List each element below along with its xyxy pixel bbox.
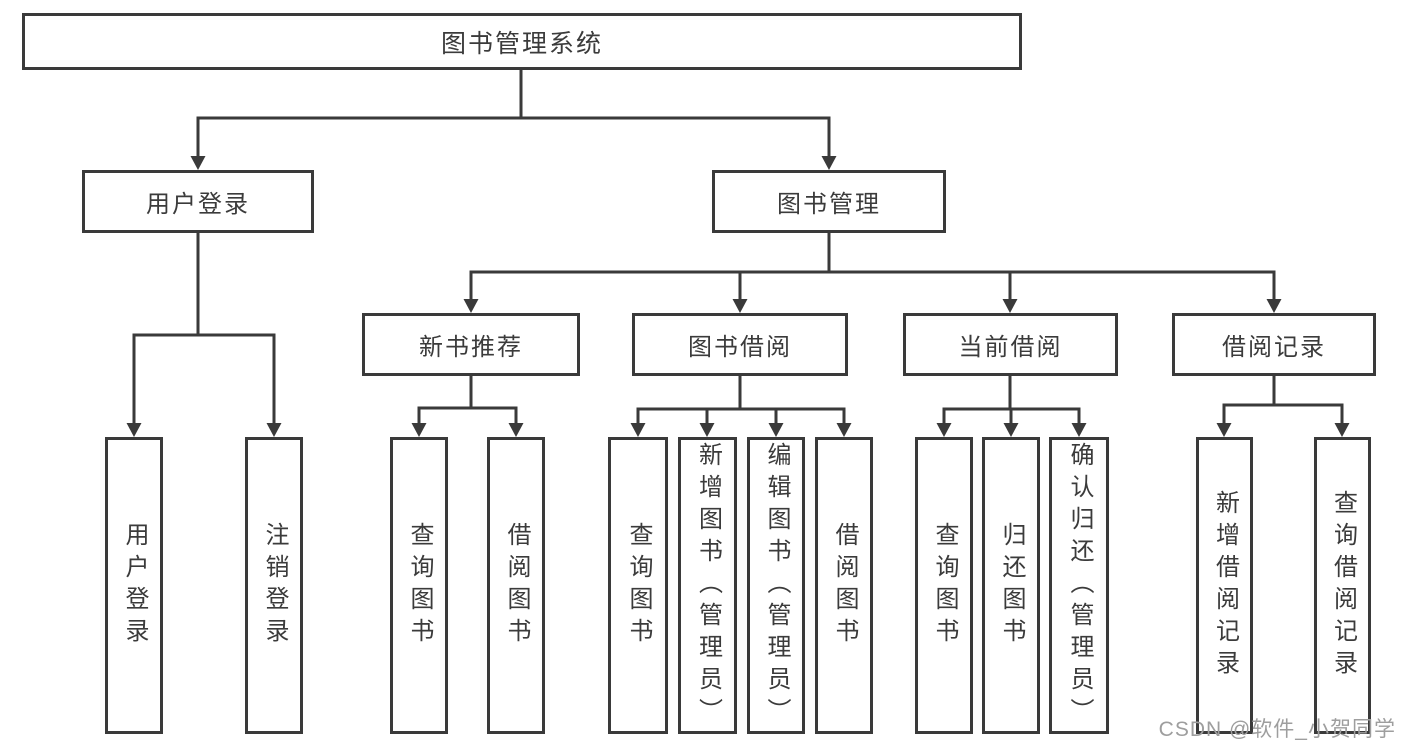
node-label: 查询图书: [406, 521, 433, 650]
node-user-login: 用户登录: [82, 170, 314, 233]
connector-borrow-record-to-leaves: [1216, 376, 1350, 437]
connector-new-book-recommend-to-leaves: [411, 376, 524, 437]
leaf-query-book-recommend: 查询图书: [390, 437, 448, 734]
node-book-borrow: 图书借阅: [632, 313, 848, 376]
node-label: 用户登录: [146, 191, 250, 218]
node-library-management-system: 图书管理系统: [22, 13, 1022, 70]
leaf-confirm-return-admin: 确认归还（管理员）: [1049, 437, 1109, 734]
connector-current-borrow-to-leaves: [936, 376, 1087, 437]
leaf-query-book-borrow: 查询图书: [608, 437, 668, 734]
connector-user-login-to-leaves: [126, 233, 282, 437]
node-label: 图书借阅: [688, 334, 792, 361]
node-new-book-recommend: 新书推荐: [362, 313, 580, 376]
node-label: 注销登录: [261, 521, 288, 650]
node-label: 查询图书: [625, 521, 652, 650]
connector-book-borrow-to-leaves: [630, 376, 852, 437]
node-label: 图书管理系统: [440, 29, 603, 58]
leaf-query-borrow-record: 查询借阅记录: [1314, 437, 1371, 734]
node-label: 查询借阅记录: [1329, 489, 1357, 682]
node-label: 编辑图书（管理员）: [763, 441, 790, 730]
node-label: 借阅图书: [831, 521, 858, 650]
csdn-watermark: CSDN @软件_小贺同学: [1158, 718, 1396, 741]
node-label: 新增图书（管理员）: [694, 441, 722, 730]
node-label: 借阅图书: [503, 521, 530, 650]
leaf-borrow-book-recommend: 借阅图书: [487, 437, 545, 734]
leaf-add-book-admin: 新增图书（管理员）: [678, 437, 737, 734]
node-label: 查询图书: [931, 521, 958, 650]
connector-book-management-to-level3: [463, 233, 1282, 313]
node-label: 当前借阅: [958, 334, 1063, 361]
node-label: 用户登录: [121, 521, 148, 650]
node-borrow-record: 借阅记录: [1172, 313, 1376, 376]
node-label: 归还图书: [998, 521, 1025, 650]
node-label: 图书管理: [777, 191, 881, 218]
node-book-management: 图书管理: [712, 170, 946, 233]
connector-root-to-level2: [190, 70, 837, 170]
leaf-borrow-book: 借阅图书: [815, 437, 873, 734]
leaf-return-book: 归还图书: [982, 437, 1040, 734]
node-label: 新增借阅记录: [1211, 489, 1239, 682]
leaf-user-login: 用户登录: [105, 437, 163, 734]
node-current-borrow: 当前借阅: [903, 313, 1118, 376]
node-label: 借阅记录: [1222, 334, 1326, 361]
node-label: 确认归还（管理员）: [1066, 441, 1093, 730]
leaf-logout: 注销登录: [245, 437, 303, 734]
leaf-edit-book-admin: 编辑图书（管理员）: [747, 437, 805, 734]
node-label: 新书推荐: [419, 334, 523, 361]
leaf-add-borrow-record: 新增借阅记录: [1196, 437, 1253, 734]
leaf-query-book-current: 查询图书: [915, 437, 973, 734]
